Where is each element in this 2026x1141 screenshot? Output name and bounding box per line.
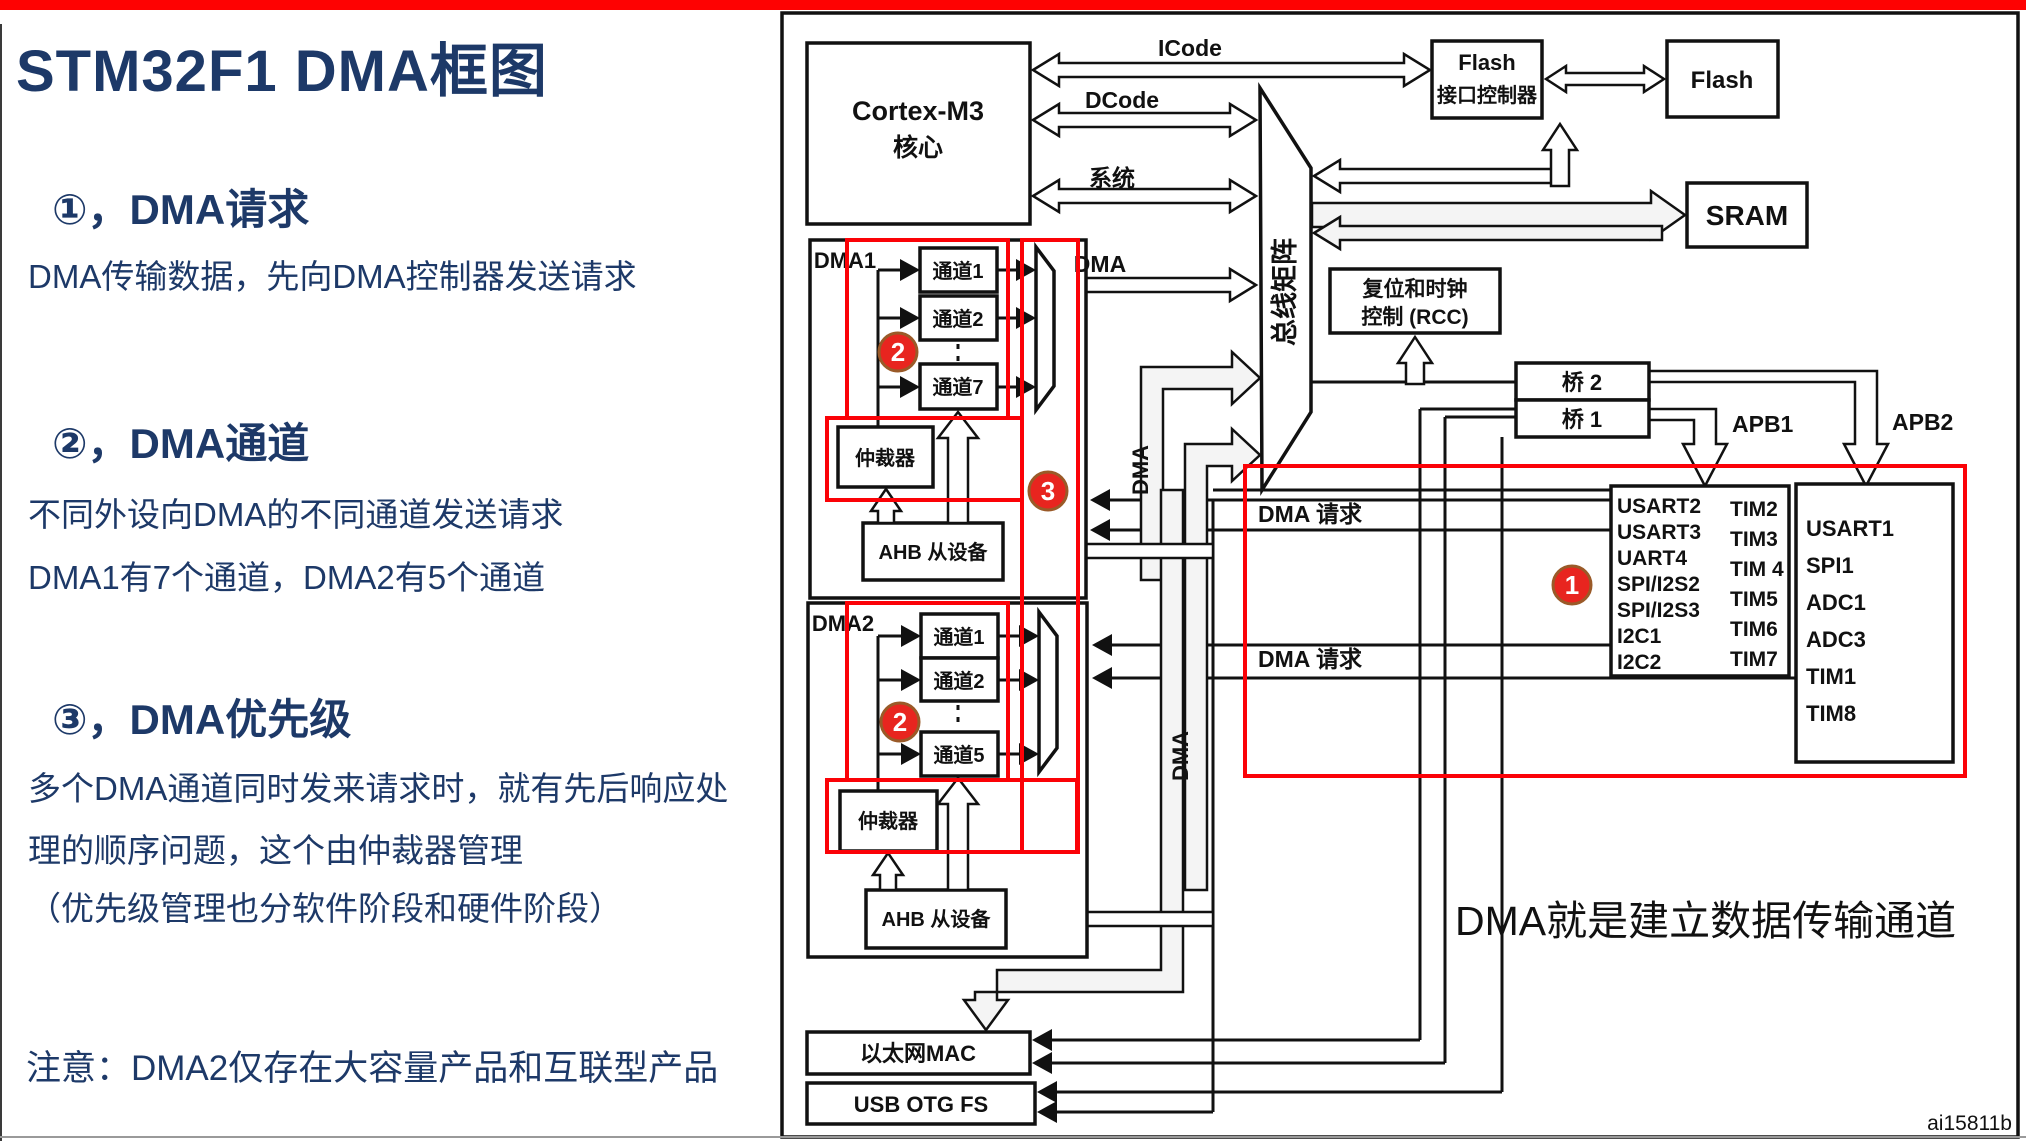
section2-line1: 不同外设向DMA的不同通道发送请求: [28, 496, 564, 533]
dma-vertical-label-2: DMA: [1168, 731, 1193, 781]
dma2-mux: [1037, 606, 1059, 778]
apb1-periph-tim4: TIM 4: [1730, 558, 1784, 581]
dma1-mux: [1034, 241, 1056, 416]
icode-label: ICode: [1158, 35, 1222, 61]
figure-id-watermark: ai15811b: [1927, 1112, 2012, 1135]
cortex-label: Cortex-M3: [852, 96, 984, 126]
apb1-periph-usart2: USART2: [1617, 495, 1701, 518]
dma2-arbiter: 仲裁器: [858, 809, 919, 833]
apb1-periph-tim3: TIM3: [1730, 528, 1778, 551]
footnote: 注意：DMA2仅存在大容量产品和互联型产品: [26, 1049, 719, 1088]
section1-line1: DMA传输数据，先向DMA控制器发送请求: [28, 258, 637, 295]
red-annotations: 2 3 2 1 DMA就是建立数据传输通道: [825, 238, 1967, 944]
dma-request-label-2: DMA 请求: [1258, 646, 1362, 672]
page-title: STM32F1 DMA框图: [16, 39, 548, 104]
red-box-dma2-arbiter: [825, 778, 1079, 854]
apb1-periph-i2c1: I2C1: [1617, 625, 1662, 648]
apb2-label: APB2: [1892, 409, 1953, 435]
section2-line2: DMA1有7个通道，DMA2有5个通道: [28, 559, 546, 596]
badge-3: [1027, 470, 1069, 512]
section3-line3: （优先级管理也分软件阶段和硬件阶段）: [28, 890, 622, 927]
apb1-periph-tim7: TIM7: [1730, 648, 1778, 671]
apb1-label: APB1: [1732, 411, 1794, 437]
flash-label: Flash: [1691, 67, 1754, 94]
dma1-channel-7: 通道7: [932, 375, 983, 399]
dma-request-label-1: DMA 请求: [1258, 501, 1362, 527]
bus-labels: ICode DCode 系统 DMA APB1 APB2 DMA 请求 DMA …: [1074, 35, 2012, 1135]
dma-bus-label: DMA: [1074, 251, 1126, 277]
red-box-request-sources: [1243, 464, 1967, 778]
apb-peripherals: USART2 USART3 UART4 SPI/I2S2 SPI/I2S3 I2…: [1609, 482, 1955, 764]
badge-2-dma1-number: 2: [891, 337, 905, 367]
top-red-bar: [0, 0, 2026, 10]
apb2-periph-tim1: TIM1: [1806, 664, 1856, 689]
system-bus-label: 系统: [1089, 165, 1135, 191]
badge-2-dma1: [877, 331, 919, 373]
badge-2-dma2-number: 2: [893, 707, 907, 737]
badge-1-number: 1: [1565, 570, 1579, 600]
dma2-channel-5: 通道5: [933, 743, 984, 767]
left-border-line: [0, 24, 2, 1141]
usb-otg-label: USB OTG FS: [854, 1092, 988, 1117]
dcode-label: DCode: [1085, 87, 1159, 113]
dma2-channel-1: 通道1: [933, 625, 984, 649]
cortex-sublabel: 核心: [893, 133, 943, 162]
rcc-label: 复位和时钟: [1362, 277, 1468, 301]
badge-2-dma2: [879, 701, 921, 743]
apb1-periph-tim5: TIM5: [1730, 588, 1778, 611]
apb1-periph-usart3: USART3: [1617, 521, 1701, 544]
section3-line2: 理的顺序问题，这个由仲裁器管理: [28, 832, 523, 869]
bus-arrows: [961, 51, 1891, 1033]
red-conclusion-note: DMA就是建立数据传输通道: [1455, 898, 1956, 944]
apb2-periph-adc3: ADC3: [1806, 627, 1866, 652]
apb1-periph-i2c2: I2C2: [1617, 651, 1661, 674]
section3-line1: 多个DMA通道同时发来请求时，就有先后响应处: [28, 770, 729, 807]
apb2-periph-adc1: ADC1: [1806, 590, 1866, 615]
apb2-periph-usart1: USART1: [1806, 516, 1894, 541]
apb1-periph-spi3: SPI/I2S3: [1617, 599, 1700, 622]
apb1-periph-spi2: SPI/I2S2: [1617, 573, 1700, 596]
rcc-sublabel: 控制 (RCC): [1361, 305, 1468, 329]
bus-matrix-label: 总线矩阵: [1270, 238, 1300, 346]
bottom-gray-line: [0, 1136, 2026, 1138]
dma-vertical-label-1: DMA: [1128, 445, 1153, 495]
dma-block-diagram: DMA 1 通道1 通道2 通道7 仲裁器 AHB 从设备: [780, 11, 2020, 1139]
sram-label: SRAM: [1706, 200, 1788, 231]
dma2-channel-2: 通道2: [933, 669, 984, 693]
apb1-periph-tim2: TIM2: [1730, 498, 1778, 521]
badge-1: [1551, 564, 1593, 606]
bridge1-label: 桥 1: [1562, 407, 1602, 432]
bridge2-label: 桥 2: [1562, 370, 1602, 395]
apb2-periph-tim8: TIM8: [1806, 701, 1856, 726]
wires: [1032, 380, 1796, 1123]
section2-heading: ②，DMA通道: [52, 420, 310, 467]
bus-matrix: 总线矩阵: [1258, 81, 1313, 497]
dma1-channel-1: 通道1: [932, 259, 983, 283]
dma1-ahb-slave: AHB 从设备: [879, 540, 989, 564]
dma2-ahb-slave: AHB 从设备: [882, 907, 992, 931]
core-and-memories: Cortex-M3 核心 Flash 接口控制器 Flash SRAM 复位和时…: [805, 39, 1809, 439]
ethernet-mac-label: 以太网MAC: [860, 1041, 976, 1066]
apb1-periph-tim6: TIM6: [1730, 618, 1778, 641]
apb1-periph-uart4: UART4: [1617, 547, 1687, 570]
dma1-arbiter: 仲裁器: [855, 446, 916, 470]
bottom-peripherals: 以太网MAC USB OTG FS: [805, 1030, 1037, 1126]
apb2-periph-spi1: SPI1: [1806, 553, 1854, 578]
dma1-channel-2: 通道2: [932, 307, 983, 331]
section3-heading: ③，DMA优先级: [52, 696, 352, 743]
flash-if-sublabel: 接口控制器: [1437, 83, 1538, 107]
badge-3-number: 3: [1041, 476, 1055, 506]
dma2-title: DMA2: [812, 611, 874, 636]
section1-heading: ①，DMA请求: [52, 186, 310, 233]
flash-if-label: Flash: [1458, 50, 1515, 75]
